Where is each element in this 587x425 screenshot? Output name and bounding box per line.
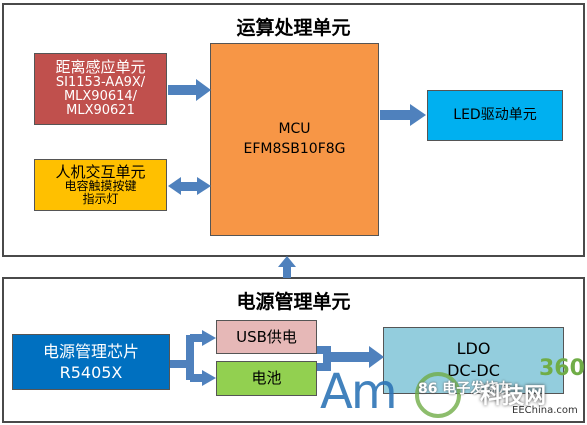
hmi-unit-touch-keys: 电容触摸按键	[64, 179, 137, 194]
power-management-chip: 电源管理芯片 R5405X	[12, 334, 170, 390]
arrow-power-to-processing	[278, 256, 296, 278]
distance-unit-title: 距离感应单元	[55, 58, 146, 77]
mcu-block: MCU EFM8SB10F8G	[210, 43, 379, 236]
regulator-ldo: LDO	[456, 339, 491, 358]
watermark-logo-circle	[415, 372, 461, 418]
watermark-site-cn: 科技网	[480, 384, 547, 409]
usb-supply: USB供电	[216, 320, 317, 354]
led-unit-label: LED驱动单元	[453, 106, 537, 123]
pm-chip-part: R5405X	[59, 362, 123, 382]
hmi-unit-title: 人机交互单元	[55, 162, 146, 181]
power-panel-title: 电源管理单元	[236, 291, 351, 313]
led-driver-unit: LED驱动单元	[427, 90, 563, 141]
distance-unit-sensor-1: SI1153-AA9X/	[55, 74, 146, 90]
watermark-site: 86 电子发烧友	[418, 381, 513, 397]
hmi-unit-indicator: 指示灯	[82, 192, 119, 207]
distance-sensing-unit: 距离感应单元 SI1153-AA9X/ MLX90614/ MLX90621	[34, 53, 167, 125]
mcu-label: MCU	[278, 121, 311, 138]
watermark-number: 360	[539, 356, 585, 381]
usb-supply-label: USB供电	[236, 327, 297, 346]
watermark-brand: Am	[320, 364, 398, 420]
distance-unit-sensor-3: MLX90621	[66, 103, 135, 119]
distance-unit-sensor-2: MLX90614/	[63, 89, 138, 105]
regulator-block: LDO DC-DC	[383, 327, 564, 394]
regulator-dcdc: DC-DC	[447, 360, 500, 380]
hmi-unit: 人机交互单元 电容触摸按键 指示灯	[34, 159, 167, 211]
processing-panel-title: 运算处理单元	[236, 17, 351, 39]
battery: 电池	[216, 361, 317, 396]
pm-chip-title: 电源管理芯片	[42, 341, 139, 361]
mcu-part-number: EFM8SB10F8G	[243, 140, 346, 157]
battery-label: 电池	[251, 369, 282, 388]
watermark-domain: EEChina.com	[512, 405, 578, 416]
